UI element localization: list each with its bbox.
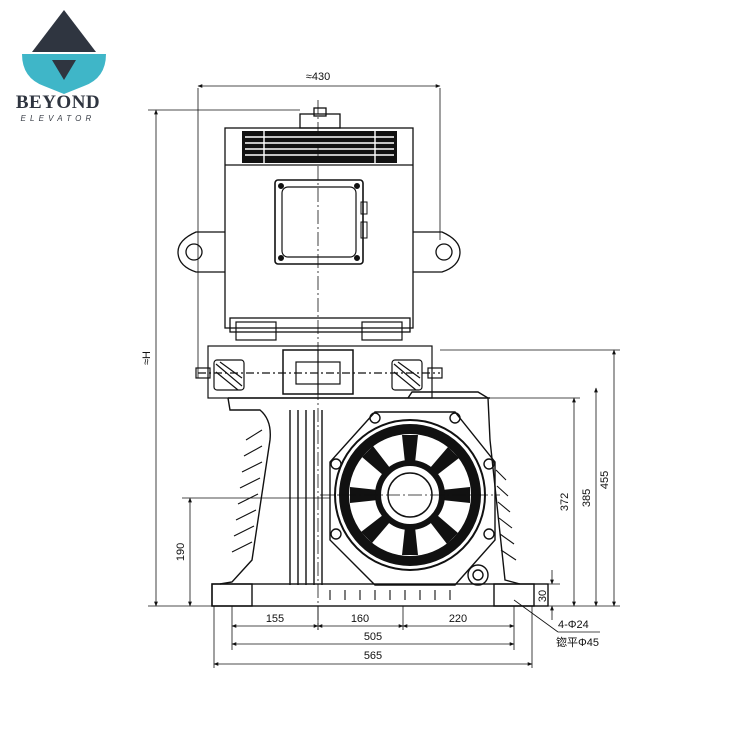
dim-spot-face: 锪平Φ45 xyxy=(556,636,599,649)
gearbox-housing xyxy=(211,391,549,607)
dim-holes: 4-Φ24 xyxy=(558,619,589,631)
dim-160: 160 xyxy=(351,613,369,625)
dimension-lines xyxy=(148,84,620,668)
dim-455: 455 xyxy=(599,471,611,489)
dim-565: 565 xyxy=(364,650,382,662)
brand-logo xyxy=(14,8,114,128)
dim-shaft-height: 190 xyxy=(175,543,187,561)
dim-height: ≈H xyxy=(141,351,153,365)
brand-name: BEYOND xyxy=(15,92,101,113)
cooling-fins xyxy=(242,131,397,163)
dim-base-thickness: 30 xyxy=(537,590,549,602)
dim-505: 505 xyxy=(364,631,382,643)
dim-155: 155 xyxy=(266,613,284,625)
dim-385: 385 xyxy=(581,489,593,507)
motor-housing xyxy=(177,107,461,333)
dim-372: 372 xyxy=(559,493,571,511)
logo-mark-icon xyxy=(22,10,106,94)
terminal-box xyxy=(274,179,368,265)
gearbox-ribs xyxy=(231,429,517,600)
brand-tagline: ELEVATOR xyxy=(20,114,96,123)
dim-top-width: ≈430 xyxy=(306,71,330,83)
dim-220: 220 xyxy=(449,613,467,625)
brake-assembly xyxy=(195,321,443,399)
centre-lines xyxy=(317,100,500,630)
